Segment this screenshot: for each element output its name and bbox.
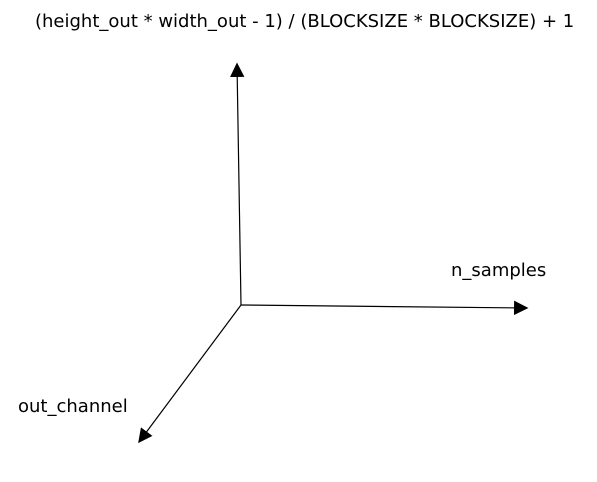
n-samples-axis-label: n_samples: [451, 260, 547, 281]
diagonal-axis-arrow: [138, 304, 242, 444]
out-channel-axis-label: out_channel: [18, 396, 128, 417]
horizontal-axis-arrow: [240, 300, 529, 316]
vertical-axis-arrow: [230, 62, 245, 306]
formula-label: (height_out * width_out - 1) / (BLOCKSIZ…: [35, 11, 575, 32]
